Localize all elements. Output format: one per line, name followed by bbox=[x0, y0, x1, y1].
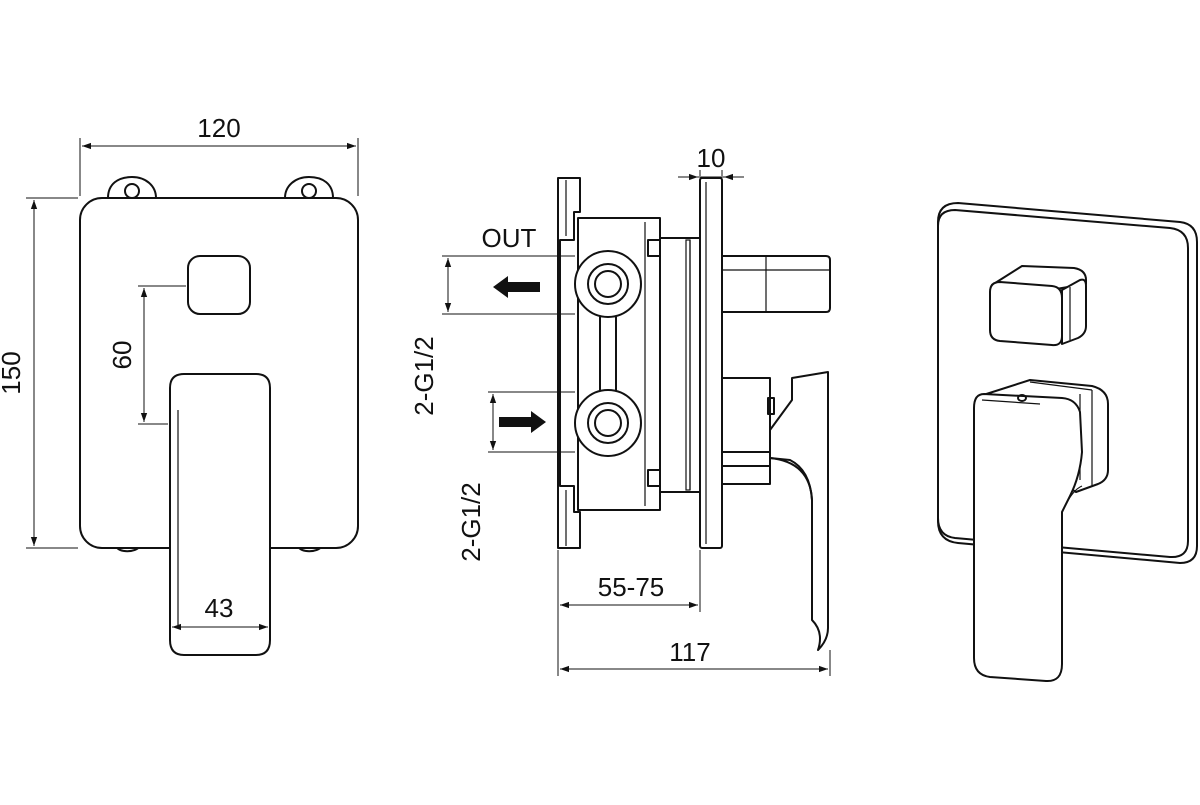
inlet-port-outer bbox=[574, 389, 642, 457]
inlet-thread-label: 2-G1/2 bbox=[456, 482, 486, 562]
lever-handle-side bbox=[769, 371, 829, 651]
mounting-hole-right bbox=[301, 183, 317, 199]
dim-plate-thickness-label: 10 bbox=[697, 143, 726, 173]
lever-handle-front bbox=[169, 373, 271, 656]
perspective-lever-pin bbox=[1017, 394, 1027, 402]
side-annotations: OUT 2-G1/2 2-G1/2 10 55-75 117 bbox=[409, 143, 831, 676]
perspective-view bbox=[937, 202, 1198, 683]
inlet-arrow bbox=[499, 411, 546, 433]
outlet-arrow bbox=[493, 276, 540, 298]
perspective-lever-handle bbox=[973, 393, 1083, 683]
diverter-knob bbox=[187, 255, 251, 315]
outlet-port-outer bbox=[574, 250, 642, 318]
side-view bbox=[557, 177, 831, 651]
dim-lever-width-label: 43 bbox=[205, 593, 234, 623]
dim-height-label: 150 bbox=[0, 351, 26, 394]
outlet-thread-label: 2-G1/2 bbox=[409, 336, 439, 416]
perspective-knob-side bbox=[1061, 278, 1087, 345]
outlet-port-inner bbox=[594, 270, 622, 298]
mounting-ear-left bbox=[107, 176, 157, 199]
inlet-port-mid bbox=[587, 402, 629, 444]
mounting-ear-right bbox=[284, 176, 334, 199]
side-cover-plate bbox=[699, 177, 723, 549]
dim-knob-offset-label: 60 bbox=[107, 341, 137, 370]
mounting-flange bbox=[557, 177, 581, 549]
dim-total-depth-label: 117 bbox=[669, 637, 710, 667]
dim-depth-range-label: 55-75 bbox=[598, 572, 665, 602]
outlet-port-mid bbox=[587, 263, 629, 305]
out-label: OUT bbox=[482, 223, 537, 253]
inlet-port-inner bbox=[594, 409, 622, 437]
front-dimensions: 120 150 60 43 bbox=[0, 113, 359, 631]
diverter-knob-side bbox=[721, 255, 831, 313]
mounting-hole-left bbox=[124, 183, 140, 199]
threaded-section bbox=[659, 237, 701, 493]
dim-width-label: 120 bbox=[197, 113, 240, 143]
front-view bbox=[79, 176, 359, 656]
perspective-knob-front bbox=[989, 281, 1063, 347]
